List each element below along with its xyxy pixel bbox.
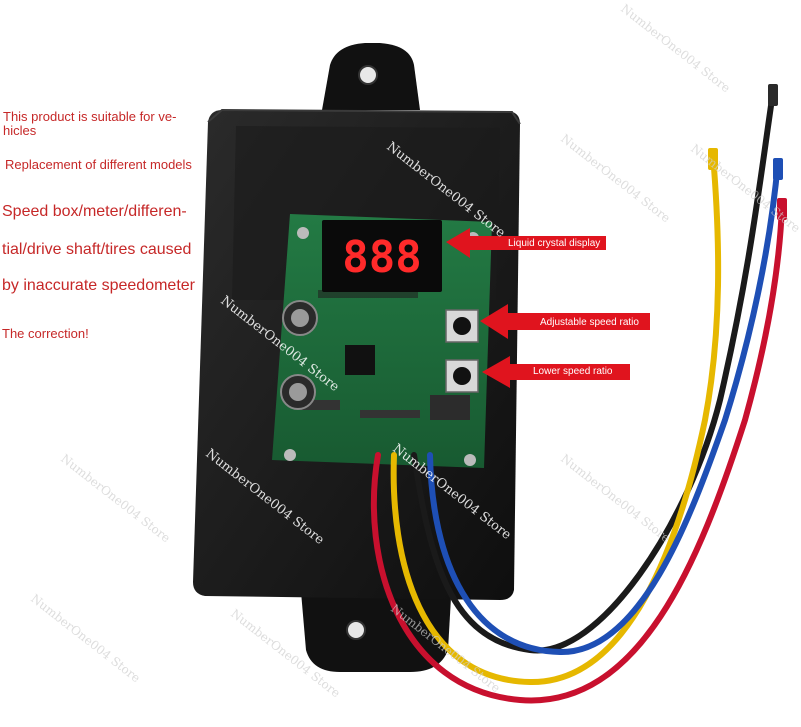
wire-black [411, 89, 776, 654]
enclosure-top-tab [322, 43, 420, 110]
callout-display: Liquid crystal display [446, 228, 606, 258]
callout-lower-label: Lower speed ratio [533, 366, 613, 377]
capacitor-top [282, 300, 318, 336]
watermark-9: NumberOne004 Store [58, 451, 173, 545]
capacitor-bottom [280, 374, 316, 410]
description-line-2: hicles [3, 123, 37, 138]
callout-adjust-label: Adjustable speed ratio [540, 317, 639, 328]
callout-display-label: Liquid crystal display [508, 238, 600, 249]
lower-speed-button[interactable] [445, 359, 479, 393]
callout-lower: Lower speed ratio [482, 356, 630, 388]
adjust-speed-button[interactable] [445, 309, 479, 343]
watermark-10: NumberOne004 Store [28, 591, 143, 685]
watermark-12: NumberOne004 Store [688, 141, 801, 235]
wire-blue [427, 159, 781, 656]
led-display: 888 [322, 220, 442, 292]
enclosure-bottom-tab [300, 580, 452, 672]
description-line-3: Replacement of different models [5, 157, 192, 172]
description-line-6: by inaccurate speedometer [2, 277, 195, 294]
watermark-5: NumberOne004 Store [558, 131, 673, 225]
callout-adjust: Adjustable speed ratio [480, 304, 650, 339]
description-line-1: This product is suitable for ve- [3, 109, 177, 124]
watermark-6: NumberOne004 Store [618, 1, 733, 95]
display-digits: 888 [342, 232, 421, 283]
watermark-7: NumberOne004 Store [558, 451, 673, 545]
wires [370, 84, 787, 704]
description-line-7: The correction! [2, 326, 89, 341]
description-line-4: Speed box/meter/differen- [2, 203, 187, 220]
wire-red [370, 202, 785, 704]
description-line-5: tial/drive shaft/tires caused [2, 241, 192, 258]
